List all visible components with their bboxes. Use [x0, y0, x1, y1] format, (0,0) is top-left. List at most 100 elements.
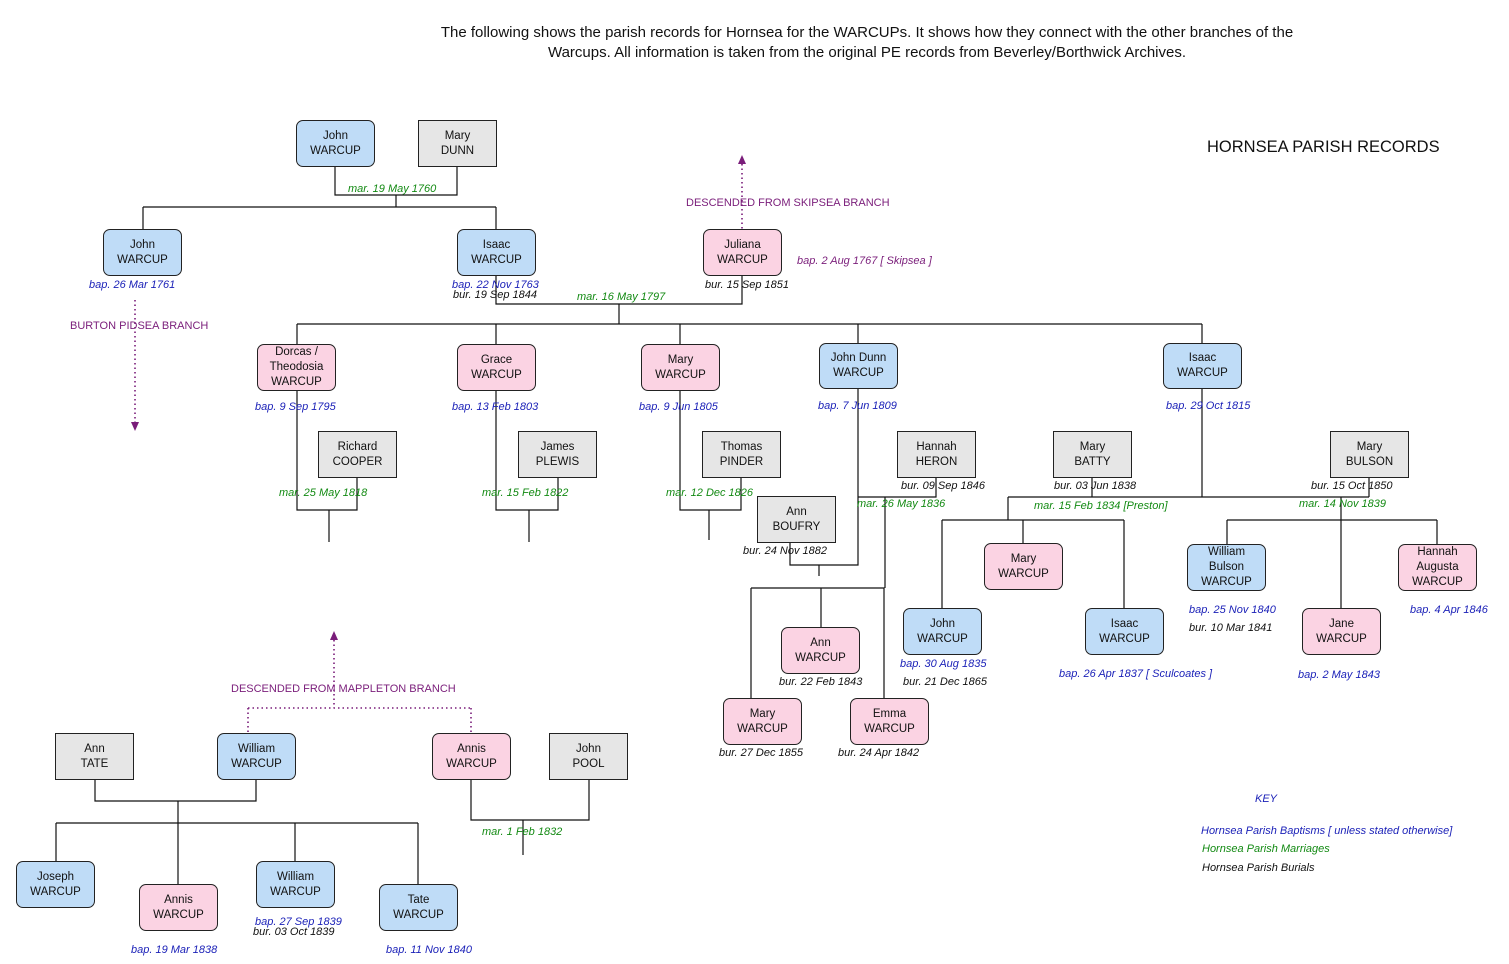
- person-line: HERON: [915, 455, 958, 468]
- baptism-date: bap. 2 Aug 1767: [797, 255, 878, 267]
- person-line: Mary: [1079, 440, 1106, 453]
- burial-label: bur. 24 Nov 1882: [743, 545, 827, 557]
- person-line: Hannah: [916, 440, 957, 453]
- person-line: Ann: [786, 505, 807, 518]
- person-line: WARCUP: [231, 757, 282, 770]
- person-line: DUNN: [440, 144, 475, 157]
- burial-label: bur. 09 Sep 1846: [901, 480, 985, 492]
- key-baptisms: Hornsea Parish Baptisms [ unless stated …: [1201, 825, 1453, 837]
- page-title: HORNSEA PARISH RECORDS: [1207, 138, 1440, 156]
- person-line: John: [576, 742, 601, 755]
- key-title: KEY: [1255, 793, 1278, 805]
- person-line: William: [237, 742, 276, 755]
- baptism-label: bap. 27 Sep 1839: [255, 916, 342, 928]
- person-line: BATTY: [1074, 455, 1111, 468]
- person-line: Augusta: [1416, 561, 1459, 573]
- person-line: WARCUP: [30, 885, 81, 898]
- person-line: WARCUP: [833, 367, 884, 379]
- burial-label: bur. 22 Feb 1843: [779, 676, 863, 688]
- header-line-1: The following shows the parish records f…: [440, 24, 1294, 41]
- baptism-place: [ Skipsea ]: [880, 255, 932, 267]
- person-line: Mary: [444, 129, 471, 142]
- person-line: PLEWIS: [535, 455, 580, 468]
- person-line: WARCUP: [998, 567, 1049, 580]
- person-line: James: [540, 440, 575, 453]
- person-line: WARCUP: [737, 722, 788, 735]
- person-line: Grace: [480, 353, 513, 366]
- person-line: WARCUP: [471, 368, 522, 381]
- baptism-label: bap. 7 Jun 1809: [818, 400, 897, 412]
- marriage-label: mar. 1 Feb 1832: [482, 826, 563, 838]
- burial-label: bur. 10 Mar 1841: [1189, 622, 1273, 634]
- marriage-label: mar. 16 May 1797: [577, 291, 666, 303]
- burial-label: bur. 27 Dec 1855: [719, 747, 803, 759]
- marriage-label: mar. 15 Feb 1834 [Preston]: [1034, 500, 1168, 512]
- person-line: WARCUP: [1316, 632, 1367, 645]
- person-line: Ann: [810, 636, 831, 649]
- person-line: Isaac: [1188, 352, 1217, 364]
- person-line: John: [130, 238, 155, 251]
- person-line: William: [1207, 546, 1246, 558]
- person-line: Dorcas /: [275, 346, 318, 358]
- baptism-label: bap. 26 Apr 1837 [ Sculcoates ]: [1059, 668, 1213, 680]
- person-line: John Dunn: [830, 352, 887, 364]
- key-marriages: Hornsea Parish Marriages: [1202, 843, 1330, 855]
- baptism-label: bap. 11 Nov 1840: [386, 944, 473, 956]
- person-line: WARCUP: [795, 651, 846, 664]
- person-line: Emma: [872, 707, 907, 720]
- key-burials: Hornsea Parish Burials: [1202, 862, 1315, 874]
- person-line: TATE: [80, 757, 109, 770]
- burial-label: bur. 03 Jun 1838: [1054, 480, 1137, 492]
- baptism-label: bap. 25 Nov 1840: [1189, 604, 1276, 616]
- person-line: Mary: [1356, 440, 1383, 453]
- marriage-label: mar. 15 Feb 1822: [482, 487, 569, 499]
- header-line-2: Warcups. All information is taken from t…: [547, 44, 1186, 61]
- person-line: Ann: [84, 742, 105, 755]
- person-line: Juliana: [724, 238, 761, 251]
- person-line: John: [930, 617, 955, 630]
- person-line: Bulson: [1208, 561, 1245, 573]
- person-line: WARCUP: [717, 253, 768, 266]
- person-line: Annis: [457, 742, 486, 755]
- marriage-label: mar. 12 Dec 1826: [666, 487, 754, 499]
- person-line: WARCUP: [1201, 576, 1252, 588]
- burial-label: bur. 19 Sep 1844: [453, 289, 537, 301]
- branch-label-mappleton: DESCENDED FROM MAPPLETON BRANCH: [231, 683, 456, 695]
